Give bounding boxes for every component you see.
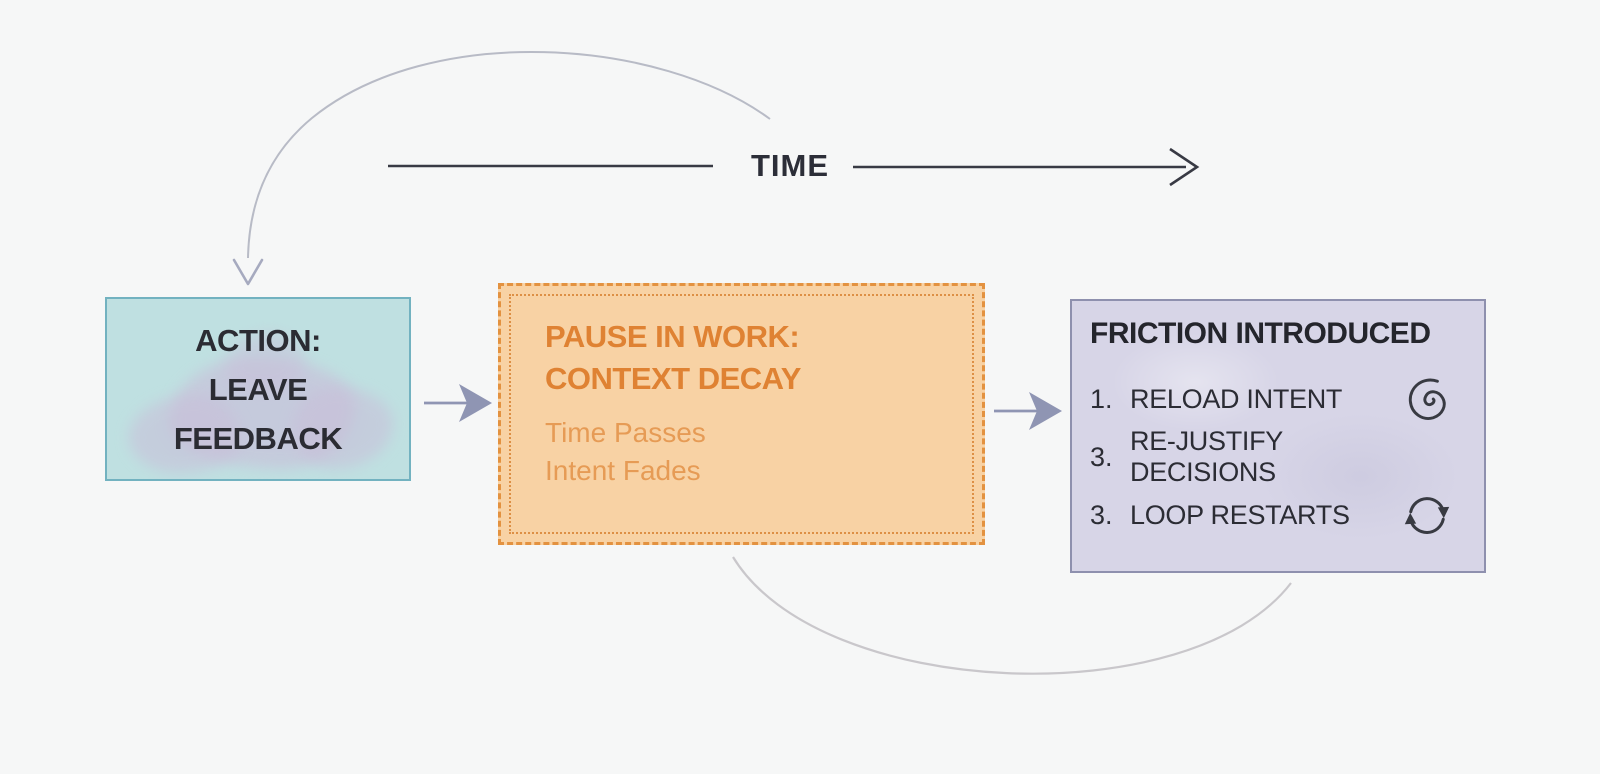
item-number: 1. [1090, 383, 1113, 414]
friction-box-title: FRICTION INTRODUCED [1090, 317, 1431, 350]
item-label: LOOP RESTARTS [1130, 499, 1350, 530]
spiral-icon [1400, 372, 1454, 426]
item-number: 3. [1090, 499, 1113, 530]
watermark-blob [129, 395, 241, 473]
action-box-line-3: FEEDBACK [173, 420, 343, 456]
bottom-connector-curve [732, 556, 1292, 675]
pause-box-subtext-2: Intent Fades [545, 455, 701, 486]
pause-to-friction-arrow [994, 392, 1062, 430]
time-axis-arrowhead-icon [1169, 147, 1200, 187]
item-label: RELOAD INTENT [1130, 383, 1343, 414]
item-label: RE-JUSTIFY DECISIONS [1130, 426, 1283, 487]
pause-box-title-line-1: PAUSE IN WORK: [545, 319, 800, 354]
action-to-pause-arrow [424, 384, 492, 422]
item-number: 3. [1090, 441, 1113, 472]
action-box: ACTION: LEAVE FEEDBACK [105, 297, 411, 481]
loop-back-curve [247, 50, 771, 259]
list-item: 1. RELOAD INTENT [1090, 378, 1468, 420]
time-label: TIME [750, 148, 830, 183]
cycle-icon [1400, 488, 1454, 542]
loop-back-arrowhead-icon [232, 258, 264, 286]
friction-box: FRICTION INTRODUCED 1. RELOAD INTENT 3. … [1070, 299, 1486, 573]
watermark-blob [225, 333, 305, 393]
pause-box: PAUSE IN WORK: CONTEXT DECAY Time Passes… [498, 283, 985, 545]
action-box-line-2: LEAVE [208, 371, 308, 407]
pause-box-subtext-1: Time Passes [545, 417, 706, 448]
action-box-line-1: ACTION: [195, 322, 321, 358]
list-item: 3. LOOP RESTARTS [1090, 495, 1468, 535]
empty-icon-slot [1400, 430, 1454, 484]
list-item: 3. RE-JUSTIFY DECISIONS [1090, 426, 1468, 487]
pause-box-title-line-2: CONTEXT DECAY [545, 361, 801, 396]
